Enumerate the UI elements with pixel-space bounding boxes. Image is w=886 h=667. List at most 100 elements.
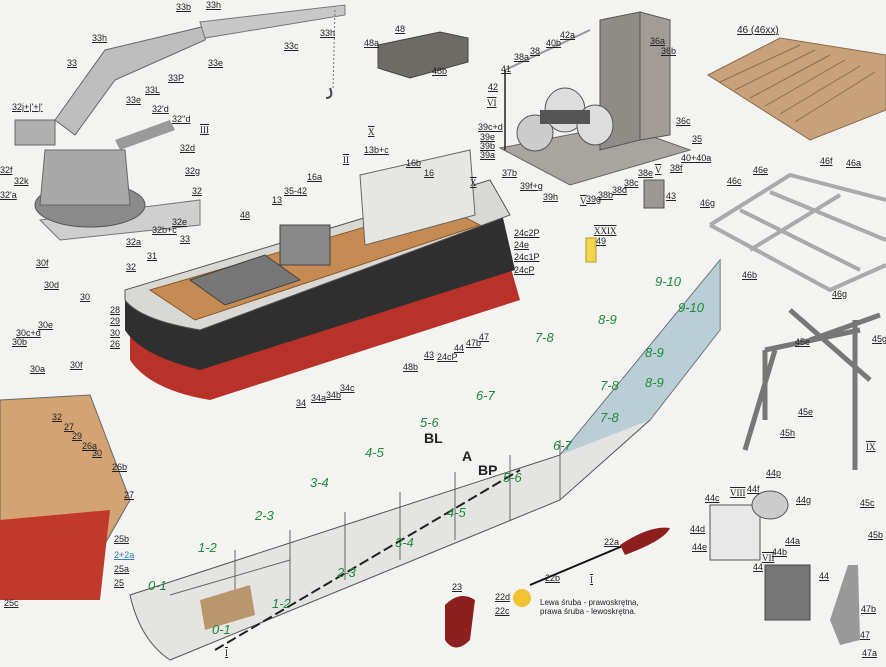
label-48b: 48b [403, 362, 419, 372]
label-38c: 38c [624, 178, 639, 188]
roman-v: V [655, 165, 662, 175]
part-48-box [377, 31, 469, 79]
label-34a: 34a [311, 393, 327, 403]
winch-drawing [498, 11, 692, 263]
label-40b: 40b [546, 38, 562, 48]
label-32k: 32k [14, 176, 29, 186]
winch-44-drawing [709, 490, 860, 645]
label-24c1p: 24c1P [514, 252, 540, 262]
label-32d: 32d [180, 143, 196, 153]
label-25: 25 [114, 578, 125, 588]
deck-planks-46 [706, 37, 886, 141]
label-46: 46 (46xx) [737, 25, 779, 36]
frame-label-inner: 0-1 [212, 622, 231, 637]
label-35-42: 35-42 [284, 186, 308, 196]
label-30: 30 [110, 328, 121, 338]
label-42: 42 [488, 82, 499, 92]
label-44g: 44g [796, 495, 812, 505]
label-24cp: 24cP [514, 265, 535, 275]
label-16a: 16a [307, 172, 323, 182]
label-24e: 24e [514, 240, 530, 250]
roman-iii: III [200, 125, 209, 135]
label-32g: 32g [185, 166, 201, 176]
hull-mark-bp: BP [478, 462, 498, 478]
roman-i: I [590, 575, 593, 585]
label-30a: 30a [30, 364, 46, 374]
label-13bc: 13b+c [364, 145, 389, 155]
label-39a: 39a [480, 150, 496, 160]
label-39fg: 39f+g [520, 181, 543, 191]
label-46b: 46b [742, 270, 758, 280]
label-44e: 44e [692, 542, 708, 552]
label-34: 34 [296, 398, 307, 408]
label-43: 43 [666, 191, 677, 201]
propeller-note-line2: prawa śruba - lewoskrętna. [540, 607, 637, 616]
crane-drawing [14, 4, 346, 241]
label-25b: 25b [114, 534, 130, 544]
label-45b: 45b [868, 530, 884, 540]
frame-label: 7-8 [535, 330, 554, 345]
label-37b: 37b [502, 168, 518, 178]
label-38e: 38e [638, 168, 654, 178]
shaft-bracket-22a [620, 527, 670, 555]
label-27: 27 [124, 490, 135, 500]
label-25a: 25a [114, 564, 130, 574]
label-32: 32 [192, 186, 203, 196]
label-41: 41 [501, 64, 512, 74]
label-25c: 25c [4, 598, 19, 608]
label-26b: 26b [112, 462, 128, 472]
label-30e: 30e [38, 320, 54, 330]
label-32d: 32'd [152, 104, 169, 114]
label-24cp: 24cP [437, 352, 458, 362]
frame-label-inner: 7-8 [600, 378, 619, 393]
label-32: 32 [52, 412, 63, 422]
label-27: 27 [64, 422, 75, 432]
frame-label: 1-2 [198, 540, 217, 555]
label-32bc: 32b+c [152, 225, 177, 235]
label-33p: 33P [168, 73, 185, 83]
label-36b: 36b [661, 46, 677, 56]
label-38f: 38f [670, 163, 683, 173]
label-39e: 39e [480, 132, 496, 142]
frame-label: 9-10 [655, 274, 682, 289]
frame-label: 6-7 [476, 388, 495, 403]
label-24c2p: 24c2P [514, 228, 540, 238]
label-47a: 47a [862, 648, 878, 658]
label-38: 38 [530, 46, 541, 56]
label-44c: 44c [705, 493, 720, 503]
roman-x: X [368, 127, 375, 137]
frame-label: 3-4 [310, 475, 329, 490]
label-33l: 33L [145, 85, 161, 95]
label-46g: 46g [700, 198, 716, 208]
label-33c: 33c [284, 41, 299, 51]
label-40-40a: 40+40a [681, 153, 712, 163]
frame-label-inner: 5-6 [503, 470, 522, 485]
roman-v: V [580, 196, 587, 206]
frame-label: 2-3 [255, 508, 274, 523]
label-47b: 47b [466, 338, 482, 348]
roman-x: X [470, 178, 477, 188]
roman-i: I [225, 648, 228, 658]
truss-frame-46 [708, 172, 886, 293]
label-32j: 32j+|'+|' [12, 102, 43, 112]
label-16: 16 [424, 168, 435, 178]
frame-label-inner: 6-7 [553, 438, 572, 453]
label-44f: 44f [747, 484, 760, 494]
label-30: 30 [80, 292, 91, 302]
label-23: 23 [452, 582, 463, 592]
roman-xxix: XXIX [594, 226, 617, 236]
frame-label-inner: 8-9 [645, 375, 664, 390]
prop-shaft [529, 544, 626, 586]
propeller-22c [513, 589, 531, 607]
rudder-23 [445, 596, 475, 648]
label-22b: 22b [545, 573, 561, 583]
hull-frames-drawing [129, 258, 721, 661]
label-2-2a: 2+2a [114, 550, 135, 560]
label-26a: 26a [82, 441, 98, 451]
label-48a: 48a [364, 38, 380, 48]
label-38a: 38a [514, 52, 530, 62]
label-45g: 45g [872, 334, 886, 344]
label-32: 32 [126, 262, 137, 272]
label-46e: 46e [753, 165, 769, 175]
